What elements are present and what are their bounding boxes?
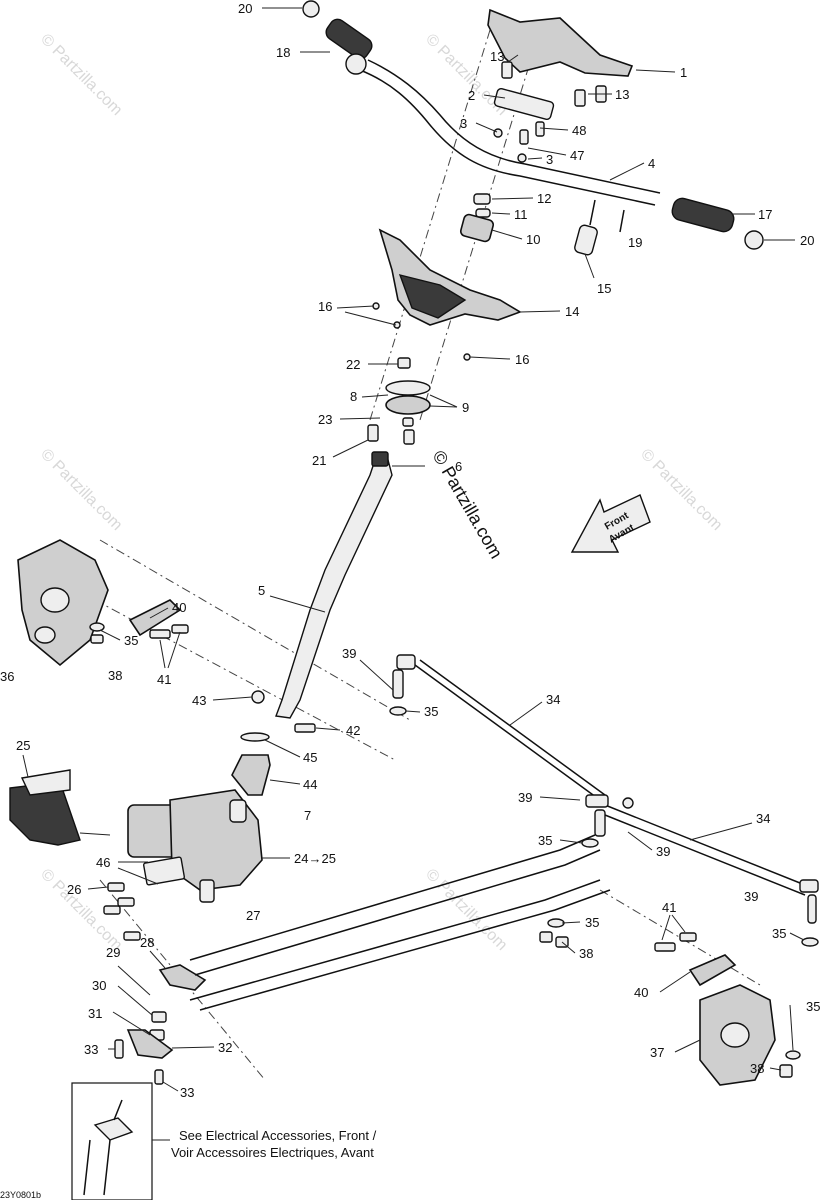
- top-hardware: [459, 61, 625, 256]
- part-label: 35: [806, 999, 820, 1014]
- part-label: 35: [124, 633, 138, 648]
- part-label: 38: [108, 668, 122, 683]
- part-label: 10: [526, 232, 540, 247]
- part-label: 5: [258, 583, 265, 598]
- part-label: 44: [303, 777, 317, 792]
- part-label: 13: [615, 87, 629, 102]
- part-label: 3: [460, 116, 467, 131]
- handlebar-clamp: [487, 8, 634, 121]
- part-label: 31: [88, 1006, 102, 1021]
- part-label: 8: [350, 389, 357, 404]
- part-label: 40: [634, 985, 648, 1000]
- part-label: 11: [514, 207, 528, 222]
- part-label: 13: [490, 49, 504, 64]
- part-label: 23: [318, 412, 332, 427]
- watermark-inline: © Partzilla.com: [429, 447, 507, 562]
- part-label: 33: [180, 1085, 194, 1100]
- part-label: 41: [662, 900, 676, 915]
- part-labels: 20 18 13 1 2 13 3 48 47 3 4 12 11 10 17 …: [0, 1, 820, 1100]
- part-label: 36: [0, 669, 14, 684]
- watermark: © Partzilla.com: [37, 446, 125, 534]
- part-label: 9: [462, 400, 469, 415]
- part-label: 39: [656, 844, 670, 859]
- steering-boot: [231, 732, 271, 796]
- drawing-code: 23Y0801b: [0, 1190, 41, 1200]
- right-knuckle: [654, 932, 801, 1086]
- part-label: 21: [312, 453, 326, 468]
- steering-column: [251, 451, 393, 733]
- watermark: © Partzilla.com: [422, 866, 510, 954]
- part-label: 20: [238, 1, 252, 16]
- tie-rod-lower: [585, 794, 819, 924]
- handlebar: [302, 0, 764, 250]
- part-label: 25: [16, 738, 30, 753]
- part-label: 42: [346, 723, 360, 738]
- part-label: 2: [468, 88, 475, 103]
- inset-box: See Electrical Accessories, Front / Voir…: [71, 1082, 377, 1200]
- part-label: 47: [570, 148, 584, 163]
- part-label: 34: [756, 811, 770, 826]
- bolts-26: [103, 882, 141, 941]
- part-label: 27: [246, 908, 260, 923]
- steering-cover: [372, 228, 522, 361]
- steering-gearbox: [127, 789, 263, 903]
- part-label: 33: [84, 1042, 98, 1057]
- part-label: 6: [455, 459, 462, 474]
- part-label: 16: [318, 299, 332, 314]
- part-label: 15: [597, 281, 611, 296]
- part-label: 22: [346, 357, 360, 372]
- part-label: 16: [515, 352, 529, 367]
- watermark: © Partzilla.com: [637, 446, 725, 534]
- part-label: 38: [750, 1061, 764, 1076]
- part-label: 39: [744, 889, 758, 904]
- part-label: 37: [650, 1045, 664, 1060]
- part-label: 48: [572, 123, 586, 138]
- controller-module: [9, 769, 81, 846]
- left-knuckle: [17, 539, 109, 667]
- part-label: 34: [546, 692, 560, 707]
- part-label: 29: [106, 945, 120, 960]
- part-label: 38: [579, 946, 593, 961]
- part-label: 18: [276, 45, 290, 60]
- note-line-2: Voir Accessoires Electriques, Avant: [171, 1145, 374, 1160]
- part-label: 24→25: [294, 851, 336, 866]
- bearing-stack: [367, 357, 431, 445]
- note-line-1: See Electrical Accessories, Front /: [179, 1128, 377, 1143]
- front-direction-arrow: Front Avant: [570, 494, 651, 553]
- part-label: 32: [218, 1040, 232, 1055]
- part-label: 35: [585, 915, 599, 930]
- part-label: 30: [92, 978, 106, 993]
- part-label: 19: [628, 235, 642, 250]
- part-label: 35: [424, 704, 438, 719]
- part-label: 39: [342, 646, 356, 661]
- part-label: 4: [648, 156, 655, 171]
- phantom-lines: [94, 29, 761, 1081]
- part-label: 35: [772, 926, 786, 941]
- part-label: 26: [67, 882, 81, 897]
- part-label: 45: [303, 750, 317, 765]
- part-label: 43: [192, 693, 206, 708]
- part-label: 35: [538, 833, 552, 848]
- part-label: 41: [157, 672, 171, 687]
- part-label: 3: [546, 152, 553, 167]
- part-label: 12: [537, 191, 551, 206]
- watermark: © Partzilla.com: [37, 31, 125, 119]
- part-label: 17: [758, 207, 772, 222]
- part-label: 40: [172, 600, 186, 615]
- part-label: 1: [680, 65, 687, 80]
- lower-shaft: [114, 964, 207, 1085]
- tie-rod-upper: [392, 654, 606, 801]
- part-label: 28: [140, 935, 154, 950]
- part-label: 39: [518, 790, 532, 805]
- part-label: 20: [800, 233, 814, 248]
- part-label: 46: [96, 855, 110, 870]
- part-label: 7: [304, 808, 311, 823]
- leader-lines: [22, 7, 805, 1092]
- part-label: 14: [565, 304, 579, 319]
